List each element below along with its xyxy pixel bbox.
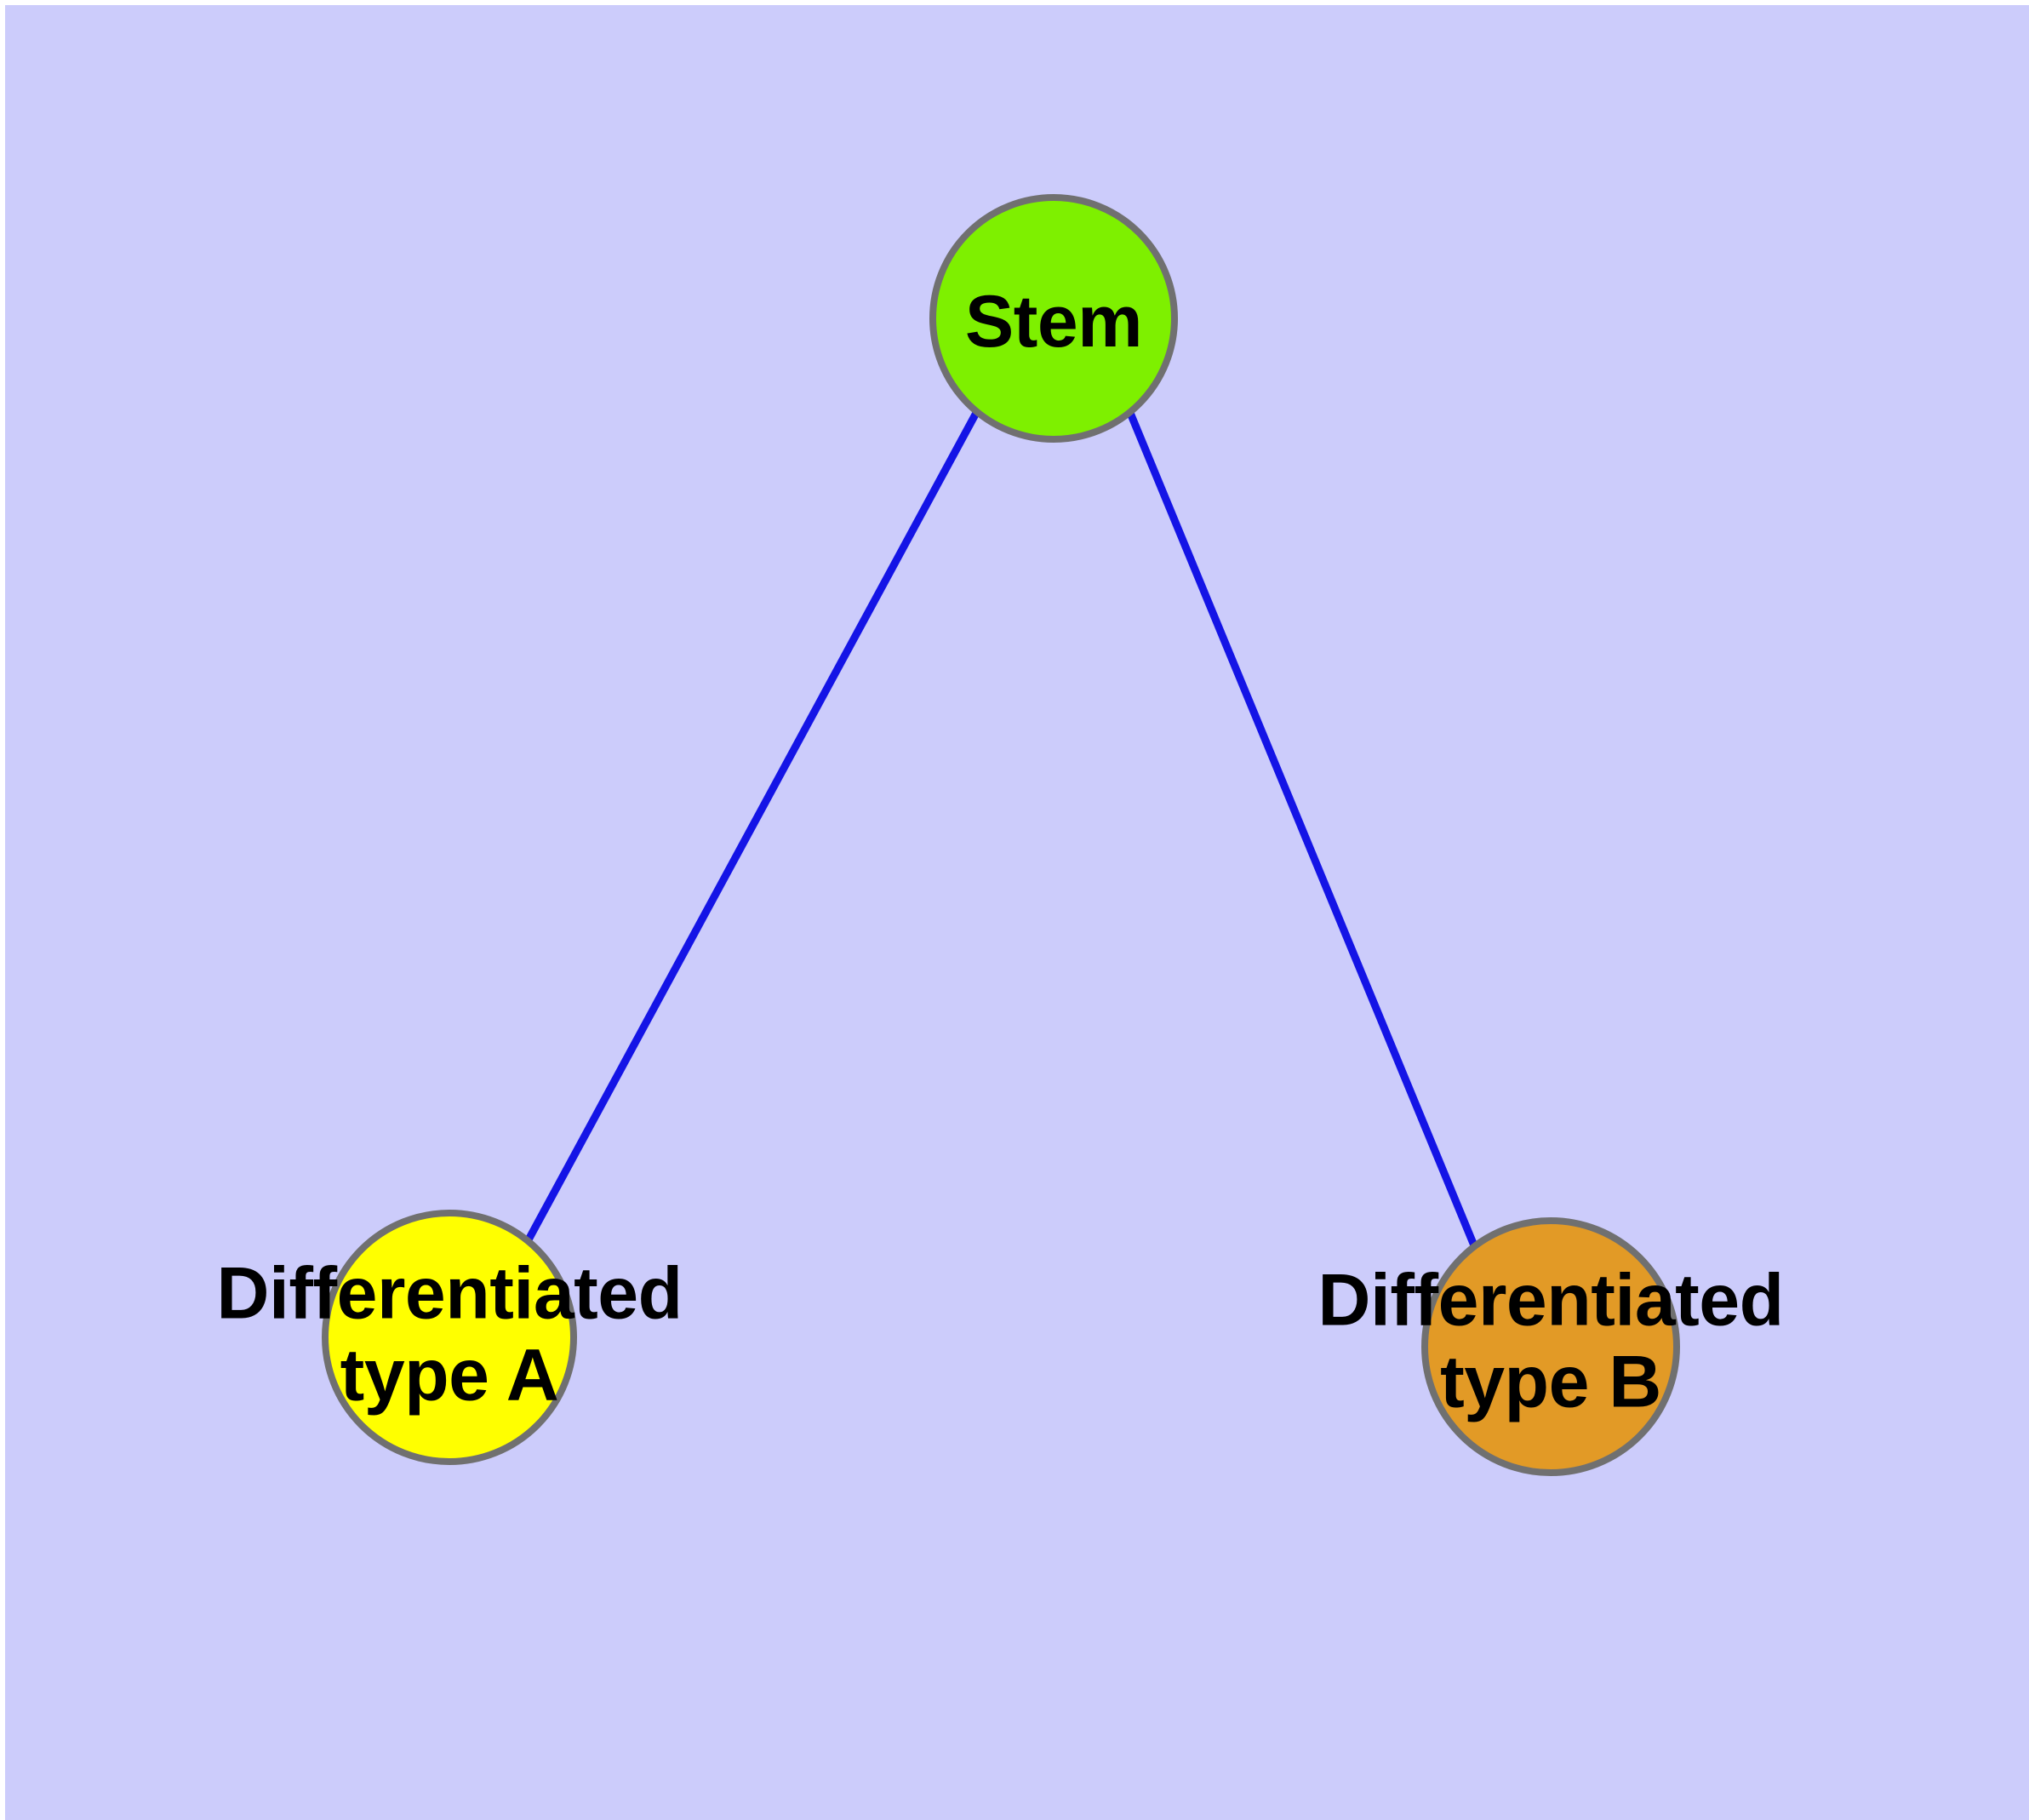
edge-stem-to-diff-a <box>523 410 980 1245</box>
node-layer <box>322 194 1680 1476</box>
node-diff-b-circle[interactable] <box>1421 1217 1680 1476</box>
graph-svg <box>322 194 1680 1476</box>
edge-stem-to-diff-b <box>1126 411 1480 1251</box>
node-diff-a-circle[interactable] <box>322 1210 577 1465</box>
node-stem-circle[interactable] <box>929 194 1178 443</box>
edge-layer <box>523 410 1480 1251</box>
